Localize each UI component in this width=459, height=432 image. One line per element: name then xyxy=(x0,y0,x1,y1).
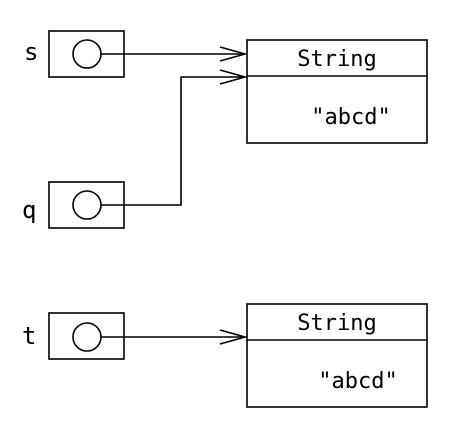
reference-arrow-q-line xyxy=(101,76,245,206)
variable-t: t xyxy=(22,312,125,360)
variable-t-reference-dot xyxy=(72,322,102,352)
string-object-2: String "abcd" xyxy=(246,303,428,408)
string-object-2-value: "abcd" xyxy=(318,369,397,394)
reference-arrow-q xyxy=(101,69,248,206)
variable-q-reference-dot xyxy=(72,190,102,220)
string-object-1: String "abcd" xyxy=(246,39,428,144)
reference-arrow-t-head xyxy=(219,329,248,345)
variable-s-label: s xyxy=(24,38,38,66)
reference-arrow-s-head xyxy=(219,46,248,62)
variable-s-reference-dot xyxy=(72,39,102,69)
variable-t-box xyxy=(48,312,125,360)
variable-q-label: q xyxy=(22,196,36,224)
string-object-2-box xyxy=(246,303,428,408)
string-object-1-type: String xyxy=(297,47,376,72)
string-object-1-value: "abcd" xyxy=(311,105,390,130)
variable-t-label: t xyxy=(22,322,36,350)
string-object-1-box xyxy=(246,39,428,144)
string-object-2-type: String xyxy=(297,311,376,336)
reference-arrow-q-head xyxy=(219,69,248,85)
reference-arrow-s xyxy=(101,46,248,62)
reference-arrow-t xyxy=(101,329,248,345)
